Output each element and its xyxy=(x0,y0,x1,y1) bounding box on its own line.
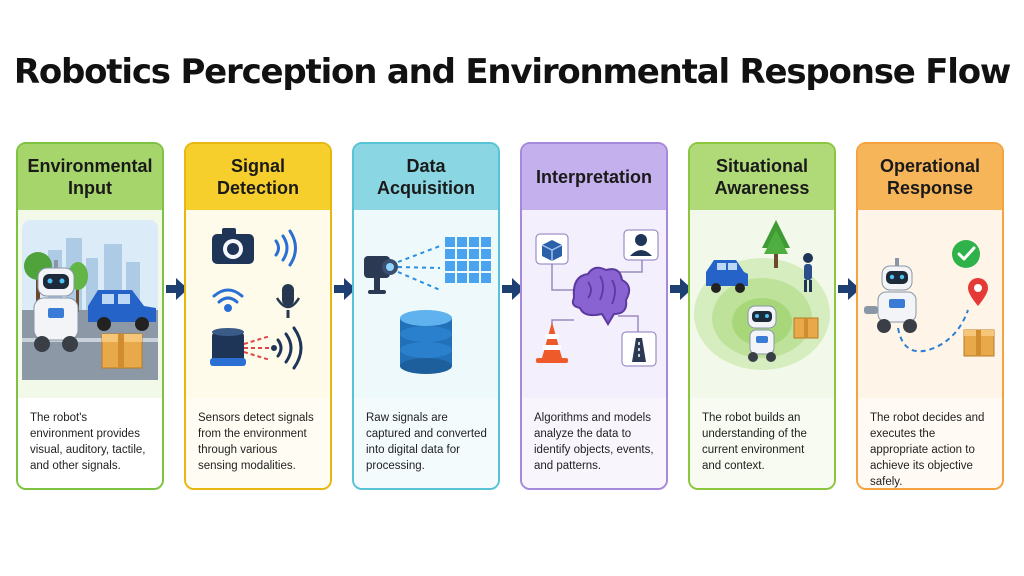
robot-icon xyxy=(33,260,79,352)
flow-arrow-icon xyxy=(164,276,190,302)
tree-icon xyxy=(762,220,790,268)
robot-icon xyxy=(747,305,777,362)
stage-description: Sensors detect signals from the environm… xyxy=(186,398,330,488)
stage-environmental-input: Environmental Input xyxy=(16,142,164,490)
box-icon xyxy=(793,317,819,339)
stage-heading: Operational Response xyxy=(858,144,1002,210)
microphone-icon xyxy=(275,284,301,318)
database-icon xyxy=(400,310,452,374)
person-icon xyxy=(803,253,813,292)
data-grid-icon xyxy=(443,235,493,285)
lidar-sensor-icon xyxy=(210,326,303,370)
car-icon xyxy=(706,260,748,293)
stage-heading: Signal Detection xyxy=(186,144,330,210)
box-icon xyxy=(101,333,143,369)
stage-operational-response: Operational Response xyxy=(856,142,1004,490)
check-circle-icon xyxy=(952,240,980,268)
box-icon xyxy=(963,329,995,357)
robot-icon xyxy=(864,258,917,333)
flow-arrow-icon xyxy=(668,276,694,302)
road-icon xyxy=(621,331,657,367)
flow-arrow-icon xyxy=(500,276,526,302)
stage-signal-detection: Signal Detection xyxy=(184,142,332,490)
stage-data-acquisition: Data Acquisition xyxy=(352,142,500,490)
flow-arrow-icon xyxy=(836,276,862,302)
camera-icon xyxy=(212,228,254,264)
stage-situational-awareness: Situational Awareness xyxy=(688,142,836,490)
flow-arrow-icon xyxy=(332,276,358,302)
sensor-camera-icon xyxy=(364,256,398,294)
location-pin-icon xyxy=(968,278,988,306)
stage-description: Algorithms and models analyze the data t… xyxy=(522,398,666,488)
stage-heading: Situational Awareness xyxy=(690,144,834,210)
traffic-cone-icon xyxy=(536,322,568,363)
stage-description: The robot decides and executes the appro… xyxy=(858,398,1002,488)
cube-icon xyxy=(535,233,569,265)
dashed-path-icon xyxy=(897,309,969,353)
stage-heading: Environmental Input xyxy=(18,144,162,210)
person-icon xyxy=(623,229,659,261)
brain-icon xyxy=(571,266,631,326)
stage-heading: Interpretation xyxy=(522,144,666,210)
stage-interpretation: Interpretation xyxy=(520,142,668,490)
stage-description: Raw signals are captured and converted i… xyxy=(354,398,498,488)
wifi-signal-icon xyxy=(212,288,244,312)
sound-wave-icon xyxy=(274,229,297,267)
car-icon xyxy=(88,290,156,331)
stage-heading: Data Acquisition xyxy=(354,144,498,210)
stage-description: The robot builds an understanding of the… xyxy=(690,398,834,488)
page-title: Robotics Perception and Environmental Re… xyxy=(13,52,1011,92)
stage-description: The robot's environment provides visual,… xyxy=(18,398,162,488)
